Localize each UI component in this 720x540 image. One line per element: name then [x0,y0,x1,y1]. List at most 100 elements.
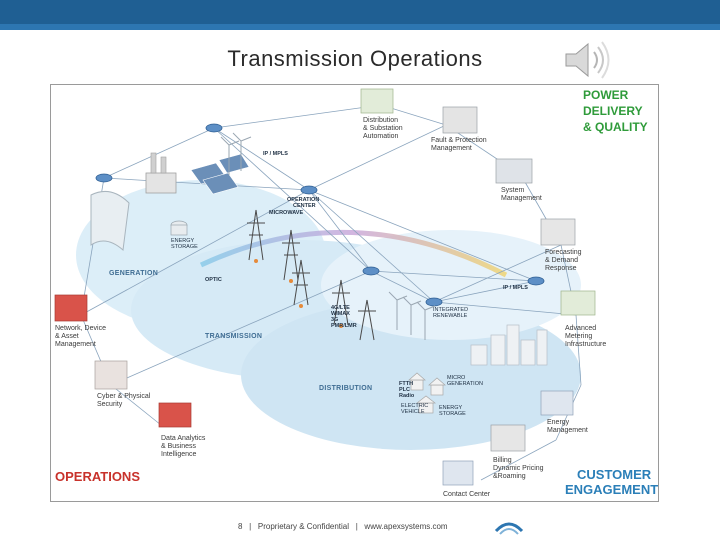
power-delivery-line-2: DELIVERY [583,104,643,118]
energy-storage-left-line-2: STORAGE [171,244,198,250]
header-stripe [0,24,720,30]
data-analytics-label: Data Analytics & Business Intelligence [161,435,205,459]
system-management-line-1: System [501,187,525,194]
ftth-line-1: FTTH [399,381,414,387]
network-asset-line-1: Network, Device [55,325,106,332]
billing-line-1: Billing [493,457,512,464]
ftth-line-3: Radio [399,393,415,399]
operation-center-tag: OPERATION CENTER [287,197,319,209]
page-title: Transmission Operations [227,46,483,71]
forecasting-label: Forecasting & Demand Response [545,249,582,273]
integrated-renewable-line-1: INTEGRATED [433,307,469,313]
distribution-automation-label: Distribution & Substation Automation [363,117,403,141]
communication-arc [199,229,508,278]
security-line-2: Security [97,401,123,408]
header-bar [0,0,720,30]
energy-storage-left-line-1: ENERGY [171,238,195,244]
optic-tag: OPTIC [205,277,222,283]
customer-engagement-heading: CUSTOMER ENGAGEMENT [565,467,658,497]
data-analytics-line-2: & Business [161,443,197,450]
system-management-line-2: Management [501,195,542,202]
network-links [80,104,582,481]
speaker-icon[interactable] [562,38,612,82]
distribution-automation-line-2: & Substation [363,125,403,132]
integrated-renewable-line-2: RENEWABLE [433,313,468,319]
city-buildings [470,324,548,366]
electric-vehicle-line-2: VEHICLE [401,409,425,415]
billing-line-2: Dynamic Pricing [493,465,544,472]
wireless-line-4: PMR/LMR [331,323,357,329]
power-delivery-line-1: POWER [583,88,629,102]
micro-generation-line-2: GENERATION [447,381,483,387]
system-management-label: System Management [501,187,542,203]
energy-management-line-1: Energy [547,419,570,426]
hydro-dam [90,190,130,251]
wireless-line-3: 3G [331,317,339,323]
energy-management-line-2: Management [547,427,588,434]
distribution-automation-line-1: Distribution [363,117,399,124]
billing-line-3: &Roaming [493,473,526,480]
ami-line-1: Advanced [565,325,597,332]
tower-bases [254,259,343,328]
grid-illustration [54,88,596,486]
houses [408,372,446,414]
apex-logo-icon [494,522,524,535]
forecasting-line-3: Response [545,265,577,272]
energy-storage-bottom-line-1: ENERGY [439,405,463,411]
operation-center-line-1: OPERATION [287,197,320,203]
footer-text: 8 | Proprietary & Confidential | www.ape… [238,522,448,531]
forecasting-line-1: Forecasting [545,249,582,256]
ip-mpls-tag-right: IP / MPLS [503,285,528,291]
wind-turbines [220,132,436,340]
wireless-line-1: 4G/LTE [331,305,350,311]
ftth-line-2: PLC [399,387,410,393]
electric-vehicle-line-1: ELECTRIC [401,403,429,409]
customer-engagement-line-1: CUSTOMER [577,467,652,482]
energy-storage-tag-left: ENERGY STORAGE [171,238,198,250]
coverage-area [321,230,581,340]
operation-center-line-2: CENTER [293,203,316,209]
security-label: Cyber & Physical Security [97,393,150,409]
ami-line-2: Metering [565,333,593,340]
forecasting-line-2: & Demand [545,257,579,264]
wireless-line-2: WIMAX [331,311,350,317]
distribution-automation-line-3: Automation [363,133,399,140]
ami-label: Advanced Metering Infrastructure [565,325,606,349]
power-delivery-line-3: & QUALITY [583,120,648,134]
network-asset-label: Network, Device & Asset Management [55,325,106,349]
energy-storage-tag-bottom: ENERGY STORAGE [439,405,466,417]
app-icons [54,88,596,486]
solar-farm [190,153,250,195]
integrated-renewable-tag: INTEGRATED RENEWABLE [433,307,468,319]
smart-grid-diagram: POWER DELIVERY & QUALITY OPERATIONS CUST… [50,84,659,502]
billing-label: Billing Dynamic Pricing &Roaming [493,457,544,481]
contact-center-label: Contact Center [443,491,491,498]
ftth-tag: FTTH PLC Radio [399,381,414,399]
power-delivery-heading: POWER DELIVERY & QUALITY [583,87,648,135]
fault-protection-line-2: Management [431,145,472,152]
fault-protection-line-1: Fault & Protection [431,137,487,144]
security-line-1: Cyber & Physical [97,393,151,400]
network-asset-line-3: Management [55,341,96,348]
ip-mpls-tag-top: IP / MPLS [263,151,288,157]
power-plant [145,152,177,194]
fault-protection-label: Fault & Protection Management [431,137,487,153]
network-asset-line-2: & Asset [55,333,79,340]
data-analytics-line-1: Data Analytics [161,435,206,442]
energy-storage-tanks [170,220,188,236]
network-nodes [95,123,545,307]
transmission-towers [247,209,376,341]
data-analytics-line-3: Intelligence [161,451,197,458]
electric-vehicle-tag: ELECTRIC VEHICLE [401,403,428,415]
energy-storage-bottom-line-2: STORAGE [439,411,466,417]
microwave-tag: MICROWAVE [269,210,304,216]
generation-label: GENERATION [109,270,159,277]
wireless-tag: 4G/LTE WIMAX 3G PMR/LMR [331,305,357,329]
transmission-label: TRANSMISSION [205,333,263,340]
ami-line-3: Infrastructure [565,341,607,348]
operations-heading: OPERATIONS [55,469,140,484]
customer-engagement-line-2: ENGAGEMENT [565,482,659,497]
micro-generation-tag: MICRO GENERATION [447,375,483,387]
energy-management-label: Energy Management [547,419,588,435]
micro-generation-line-1: MICRO [447,375,466,381]
